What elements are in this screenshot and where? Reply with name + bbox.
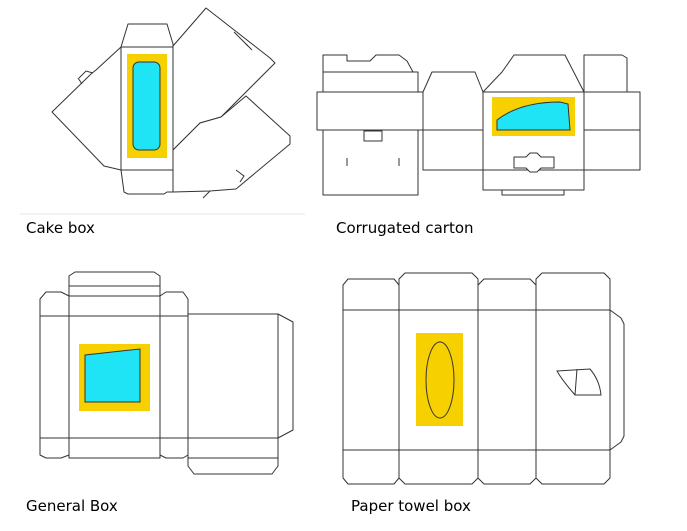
carton-handle-cutout — [513, 152, 555, 173]
cake-box-window — [132, 61, 161, 151]
caption-corrugated-carton: Corrugated carton — [336, 219, 474, 237]
towel-box-glue-flap — [609, 309, 625, 451]
paper-towel-box-dieline — [342, 272, 625, 485]
general-box-top-flap — [68, 271, 161, 297]
carton-handle-slot — [363, 130, 383, 142]
corrugated-carton-dieline — [316, 54, 641, 196]
carton-left-flap — [316, 54, 424, 196]
general-box-back-panel — [187, 313, 294, 439]
towel-box-panel-4 — [535, 272, 611, 485]
towel-box-oval-slot — [425, 341, 455, 419]
general-box-bottom-flap — [187, 437, 279, 475]
towel-box-perforation — [556, 368, 602, 396]
cake-box-lower-right-flap — [172, 95, 291, 193]
general-box-dieline — [39, 271, 294, 475]
caption-cake-box: Cake box — [26, 219, 95, 237]
caption-paper-towel-box: Paper towel box — [351, 497, 471, 515]
general-box-window — [84, 348, 141, 403]
carton-window — [496, 101, 571, 131]
caption-general-box: General Box — [26, 497, 118, 515]
cake-box-left-flap — [51, 46, 122, 171]
carton-right-flap — [583, 54, 641, 171]
towel-box-window-frame — [416, 333, 463, 426]
general-box-left-flap — [39, 291, 70, 459]
carton-side-panel — [422, 71, 484, 171]
general-box-right-flap — [159, 291, 189, 459]
cake-box-dieline — [51, 7, 291, 199]
